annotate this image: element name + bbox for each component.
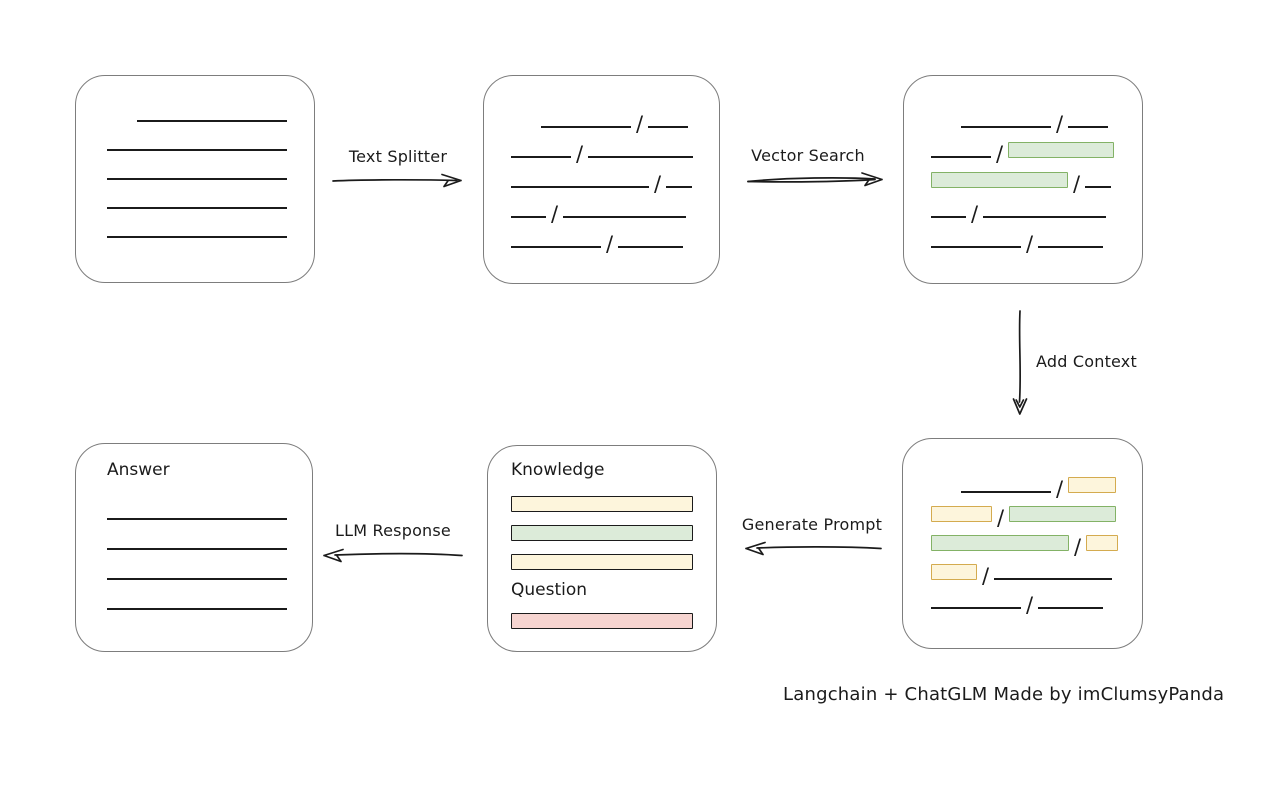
split-text-box: /////: [483, 75, 720, 284]
llm-response-arrow-icon: [323, 548, 463, 563]
question-label: Question: [511, 580, 588, 600]
vector-search-arrow-icon: [747, 172, 883, 187]
generate-prompt-label: Generate Prompt: [741, 515, 883, 534]
text-splitter-arrow-icon: [332, 173, 462, 188]
document-box: [75, 75, 315, 283]
answer-text-lines: [107, 490, 287, 610]
vector-search-result-box: /////: [903, 75, 1143, 284]
llm-response-label: LLM Response: [335, 521, 451, 540]
knowledge-bars: [511, 496, 693, 583]
text-splitter-label: Text Splitter: [348, 147, 448, 166]
answer-box: Answer: [75, 443, 313, 652]
add-context-label: Add Context: [1036, 352, 1137, 371]
knowledge-label: Knowledge: [511, 460, 605, 480]
vector-search-label: Vector Search: [751, 146, 865, 165]
vector-search-result-chunks: /////: [904, 76, 1142, 255]
attribution-text: Langchain + ChatGLM Made by imClumsyPand…: [783, 684, 1225, 705]
answer-label: Answer: [107, 460, 170, 480]
add-context-arrow-icon: [1012, 310, 1028, 415]
document-text-lines: [76, 76, 314, 238]
context-box: /////: [902, 438, 1143, 649]
prompt-box: Knowledge Question: [487, 445, 717, 652]
generate-prompt-arrow-icon: [745, 541, 882, 556]
split-text-chunks: /////: [484, 76, 719, 255]
context-chunks: /////: [903, 439, 1142, 616]
question-bar: [511, 613, 693, 642]
